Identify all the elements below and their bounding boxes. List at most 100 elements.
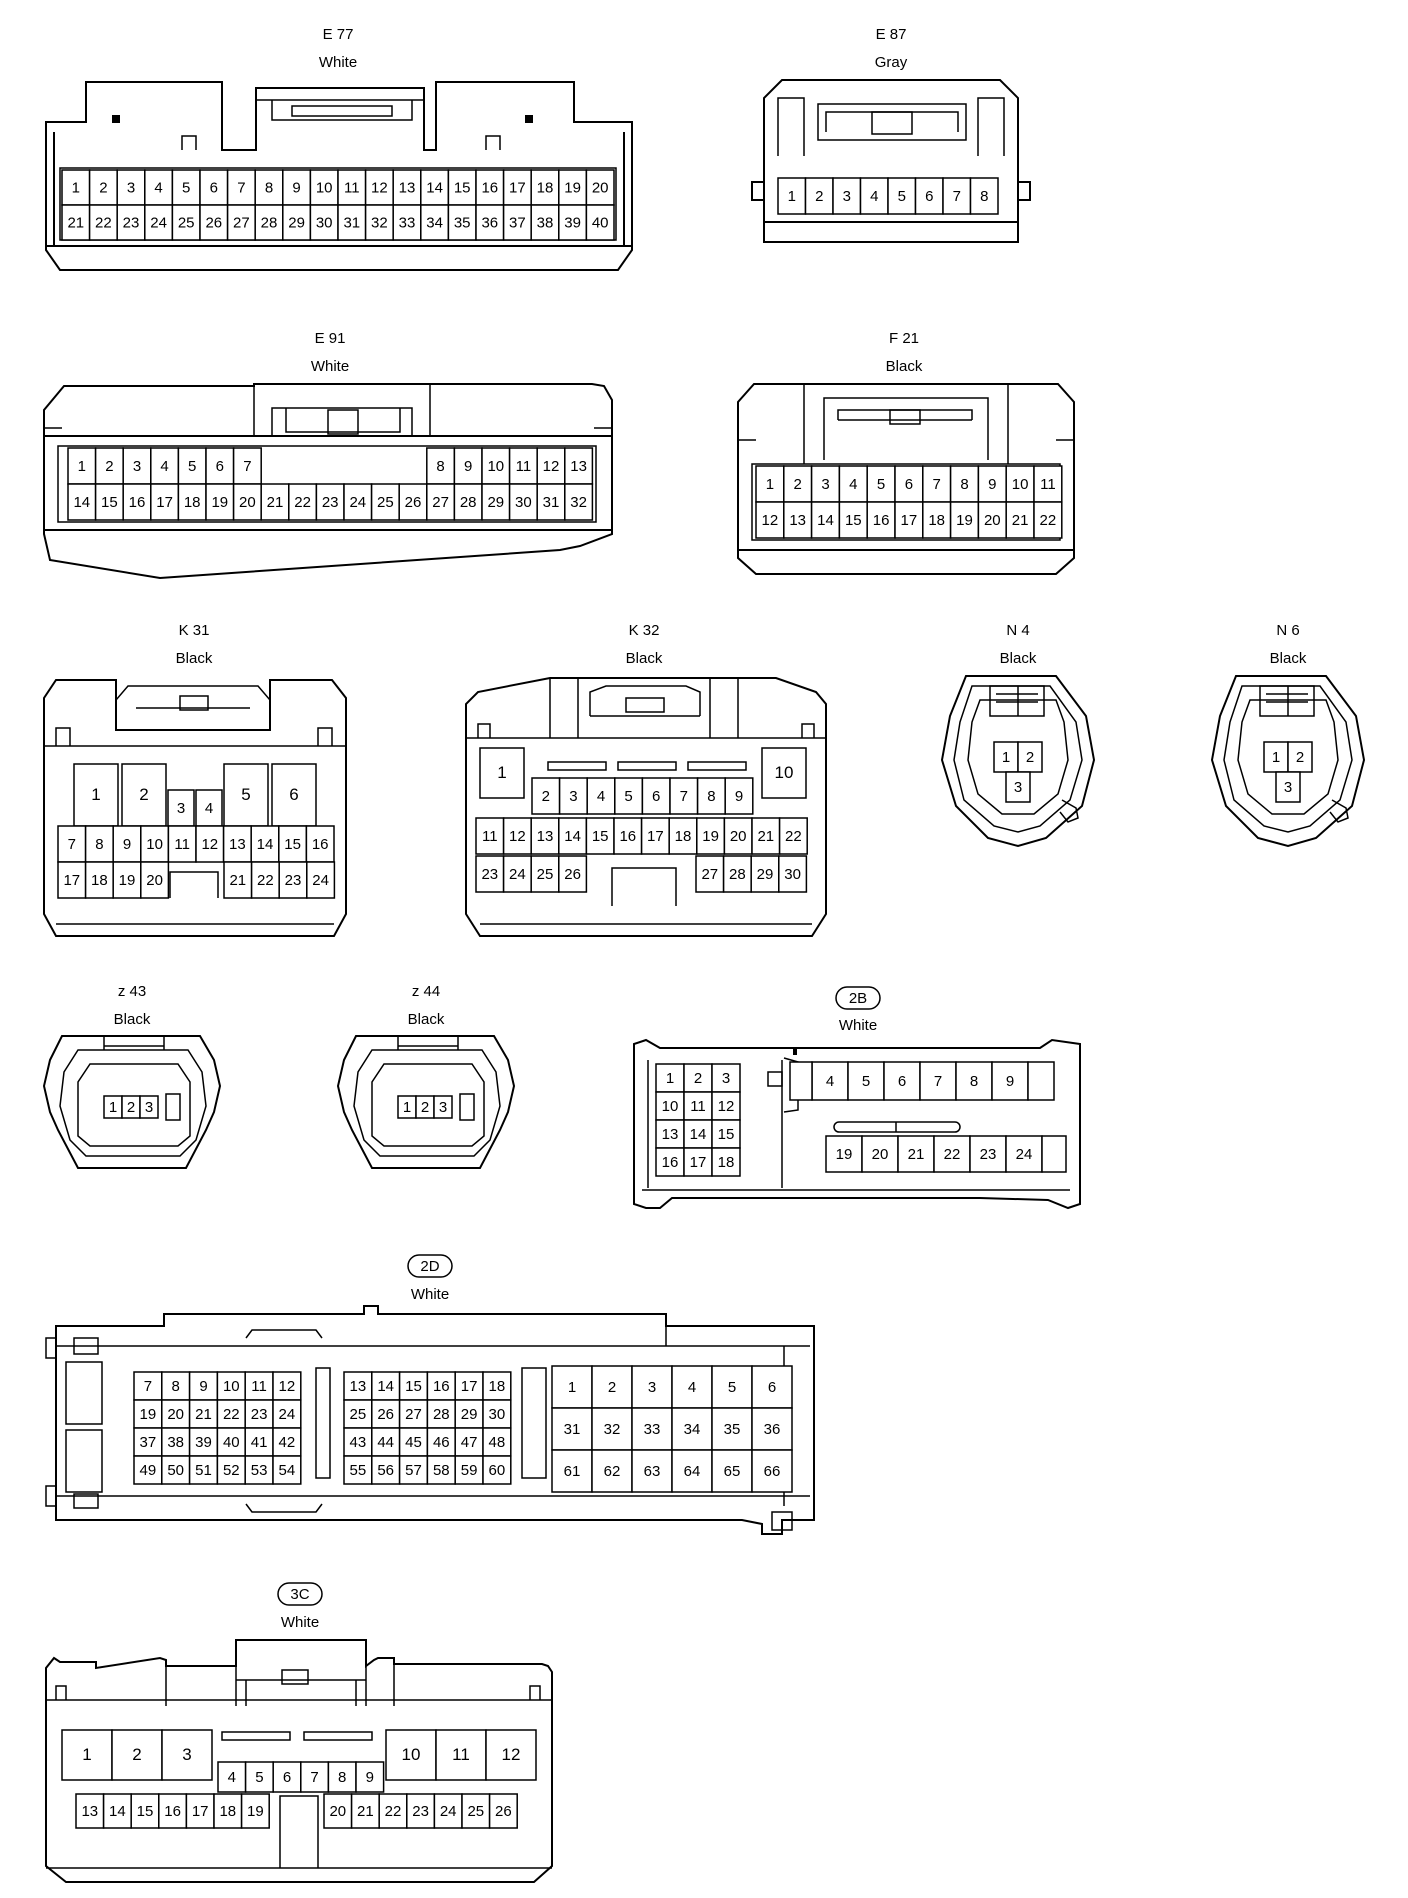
2d-pin-22: 22 <box>223 1406 240 1423</box>
k31-pin-19: 19 <box>119 872 136 889</box>
e87-pin-8: 8 <box>980 188 988 205</box>
3c-pin-13: 13 <box>81 1803 98 1820</box>
2b-pin-1: 1 <box>666 1070 674 1087</box>
k32-pin-17: 17 <box>647 828 664 845</box>
2b-pin-13-cell <box>655 1119 685 1149</box>
connector-z43-color: Black <box>114 1011 151 1028</box>
2b-pin-6: 6 <box>898 1073 906 1090</box>
e77-pin-29-cell <box>282 204 312 241</box>
k31-pin-4: 4 <box>205 800 213 817</box>
2d-pin-62-cell <box>591 1449 633 1493</box>
2d-pin-13: 13 <box>350 1378 367 1395</box>
k32-pin-4: 4 <box>597 788 605 805</box>
k32-pin-30-cell <box>778 855 808 893</box>
2d-pin-24: 24 <box>279 1406 296 1423</box>
connector-z44-color: Black <box>408 1011 445 1028</box>
connector-2d-color: White <box>411 1286 449 1303</box>
connector-2b-badge <box>835 986 881 1010</box>
f21-pin-15: 15 <box>845 512 862 529</box>
3c-pin-19: 19 <box>247 1803 264 1820</box>
e77-pin-26: 26 <box>205 215 222 232</box>
2d-pin-12: 12 <box>279 1378 296 1395</box>
3c-pin-5-cell <box>244 1761 274 1793</box>
e77-pin-33: 33 <box>399 215 416 232</box>
k31-pin-9: 9 <box>123 836 131 853</box>
2d-pin-43: 43 <box>350 1434 367 1451</box>
f21-pin-14: 14 <box>817 512 834 529</box>
2d-pin-43-cell <box>343 1427 373 1457</box>
3c-pin-20-cell <box>323 1793 353 1829</box>
e91-pin-14: 14 <box>73 494 90 511</box>
e77-pin-8-cell <box>254 169 284 206</box>
3c-pin-2-cell <box>111 1729 163 1781</box>
e91-pin-17: 17 <box>156 494 173 511</box>
2d-pin-14-cell <box>371 1371 401 1401</box>
k31-pin-18-cell <box>84 861 114 899</box>
2d-pin-51: 51 <box>195 1462 212 1479</box>
connector-2b-color: White <box>839 1017 877 1034</box>
e91-pin-19: 19 <box>211 494 228 511</box>
2d-pin-66: 66 <box>764 1463 781 1480</box>
2d-pin-49-cell <box>133 1455 163 1485</box>
k31-pin-1: 1 <box>91 785 100 804</box>
e87-pin-2: 2 <box>815 188 823 205</box>
2d-pin-31: 31 <box>564 1421 581 1438</box>
3c-pin-4: 4 <box>228 1769 236 1786</box>
2d-pin-41-cell <box>244 1427 274 1457</box>
k32-pin-21-cell <box>751 817 781 855</box>
z43-pin-2: 2 <box>127 1099 135 1116</box>
k31-pin-5-cell <box>223 763 269 827</box>
e77-pin-7: 7 <box>237 180 245 197</box>
k31-pin-24-cell <box>306 861 336 899</box>
f21-pin-21-cell <box>1005 501 1035 539</box>
k31-pin-17: 17 <box>63 872 80 889</box>
3c-pin-17: 17 <box>192 1803 209 1820</box>
e77-pin-39: 39 <box>564 215 581 232</box>
2d-pin-52: 52 <box>223 1462 240 1479</box>
k32-pin-26: 26 <box>564 866 581 883</box>
k32-pin-14: 14 <box>564 828 581 845</box>
connector-2d-badge <box>407 1254 453 1278</box>
2d-pin-63-cell <box>631 1449 673 1493</box>
2d-pin-4: 4 <box>688 1379 696 1396</box>
e91-pin-15-cell <box>94 483 124 521</box>
e91-pin-20: 20 <box>239 494 256 511</box>
3c-pin-18: 18 <box>219 1803 236 1820</box>
2d-pin-35-cell <box>711 1407 753 1451</box>
e87-pin-1: 1 <box>788 188 796 205</box>
e77-pin-40: 40 <box>592 215 609 232</box>
k31-pin-21: 21 <box>229 872 246 889</box>
e77-pin-27: 27 <box>233 215 250 232</box>
k32-pin-19: 19 <box>702 828 719 845</box>
2d-pin-50: 50 <box>167 1462 184 1479</box>
e77-pin-14: 14 <box>426 180 443 197</box>
3c-pin-16: 16 <box>164 1803 181 1820</box>
2b-pin-9: 9 <box>1006 1073 1014 1090</box>
e91-pin-16: 16 <box>129 494 146 511</box>
2d-pin-58-cell <box>426 1455 456 1485</box>
connector-3c-color: White <box>281 1614 319 1631</box>
3c-pin-14: 14 <box>109 1803 126 1820</box>
k32-pin-16: 16 <box>619 828 636 845</box>
k32-pin-21: 21 <box>757 828 774 845</box>
k31-pin-2: 2 <box>139 785 148 804</box>
f21-pin-6: 6 <box>905 476 913 493</box>
f21-pin-18: 18 <box>928 512 945 529</box>
2d-pin-16: 16 <box>433 1378 450 1395</box>
e77-pin-8: 8 <box>265 180 273 197</box>
e77-pin-12-cell <box>364 169 394 206</box>
2d-pin-26-cell <box>371 1399 401 1429</box>
e91-pin-14-cell <box>67 483 97 521</box>
f21-pin-11: 11 <box>1040 476 1056 493</box>
n6-pin-3-cell <box>1275 771 1301 803</box>
2d-pin-62: 62 <box>604 1463 621 1480</box>
